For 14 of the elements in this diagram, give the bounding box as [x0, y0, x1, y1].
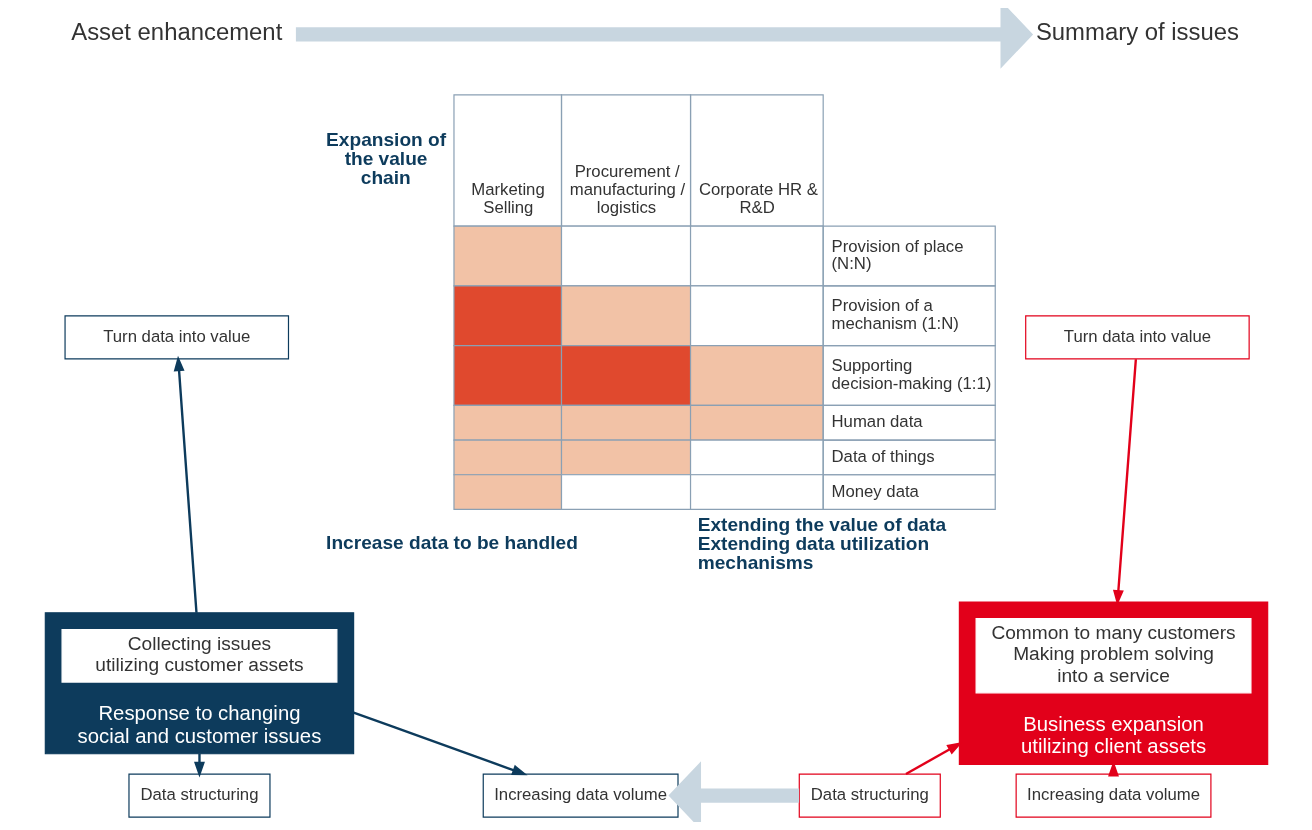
label: Extending the value of data Extending data utilization mechanisms	[697, 513, 946, 573]
label: Increase data to be handled	[325, 531, 578, 553]
label: Data of things	[831, 446, 935, 466]
label: Corporate HR & R&D	[698, 180, 818, 218]
label: Procurement / manufacturing / logistics	[569, 162, 685, 218]
label: Provision of place (N:N)	[831, 236, 964, 274]
label: Supporting decision-making (1:1)	[831, 356, 991, 393]
label: Provision of a mechanism (1:N)	[831, 296, 959, 334]
label: Marketing Selling	[470, 180, 545, 218]
label: Human data	[831, 412, 923, 432]
node-text: Asset enhancement	[70, 18, 282, 46]
node-text: Summary of issues	[1035, 18, 1239, 46]
label: Money data	[831, 481, 919, 501]
label: Expansion of the value chain	[325, 128, 446, 189]
